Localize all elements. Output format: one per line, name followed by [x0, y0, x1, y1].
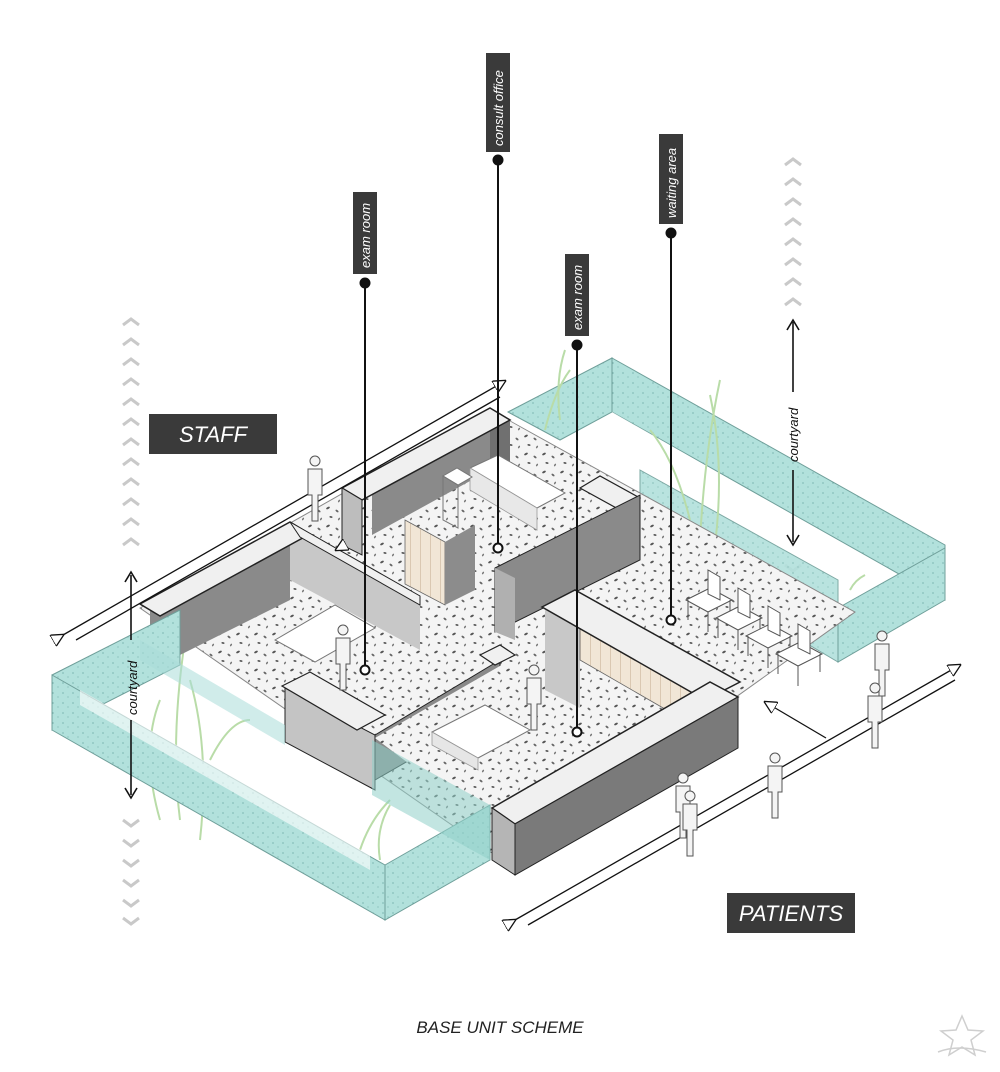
courtyard-label-right: courtyard: [786, 407, 801, 462]
svg-text:exam room: exam room: [570, 265, 585, 330]
tag-waiting-area: waiting area: [659, 134, 683, 224]
patients-flow-label: PATIENTS: [727, 893, 855, 933]
person-figure-icon: [307, 455, 890, 857]
double-arrow-icon: [63, 381, 960, 925]
svg-text:waiting area: waiting area: [664, 148, 679, 218]
svg-text:PATIENTS: PATIENTS: [739, 901, 844, 926]
courtyard-dimension-arrows: [124, 318, 800, 800]
svg-text:consult office: consult office: [491, 70, 506, 146]
staff-flow-label: STAFF: [149, 414, 277, 454]
diagram-caption: BASE UNIT SCHEME: [416, 1018, 584, 1037]
svg-text:STAFF: STAFF: [179, 422, 249, 447]
tag-exam-room-left: exam room: [353, 192, 377, 274]
chair-icon: [684, 569, 824, 686]
svg-text:exam room: exam room: [358, 203, 373, 268]
courtyard-left-volume: [51, 609, 491, 921]
watermark-logo-icon: [937, 1014, 987, 1057]
tag-consult-office: consult office: [486, 53, 510, 152]
courtyard-label-left: courtyard: [125, 660, 140, 715]
leader-lines: [359, 154, 677, 738]
tag-exam-room-right: exam room: [565, 254, 589, 336]
